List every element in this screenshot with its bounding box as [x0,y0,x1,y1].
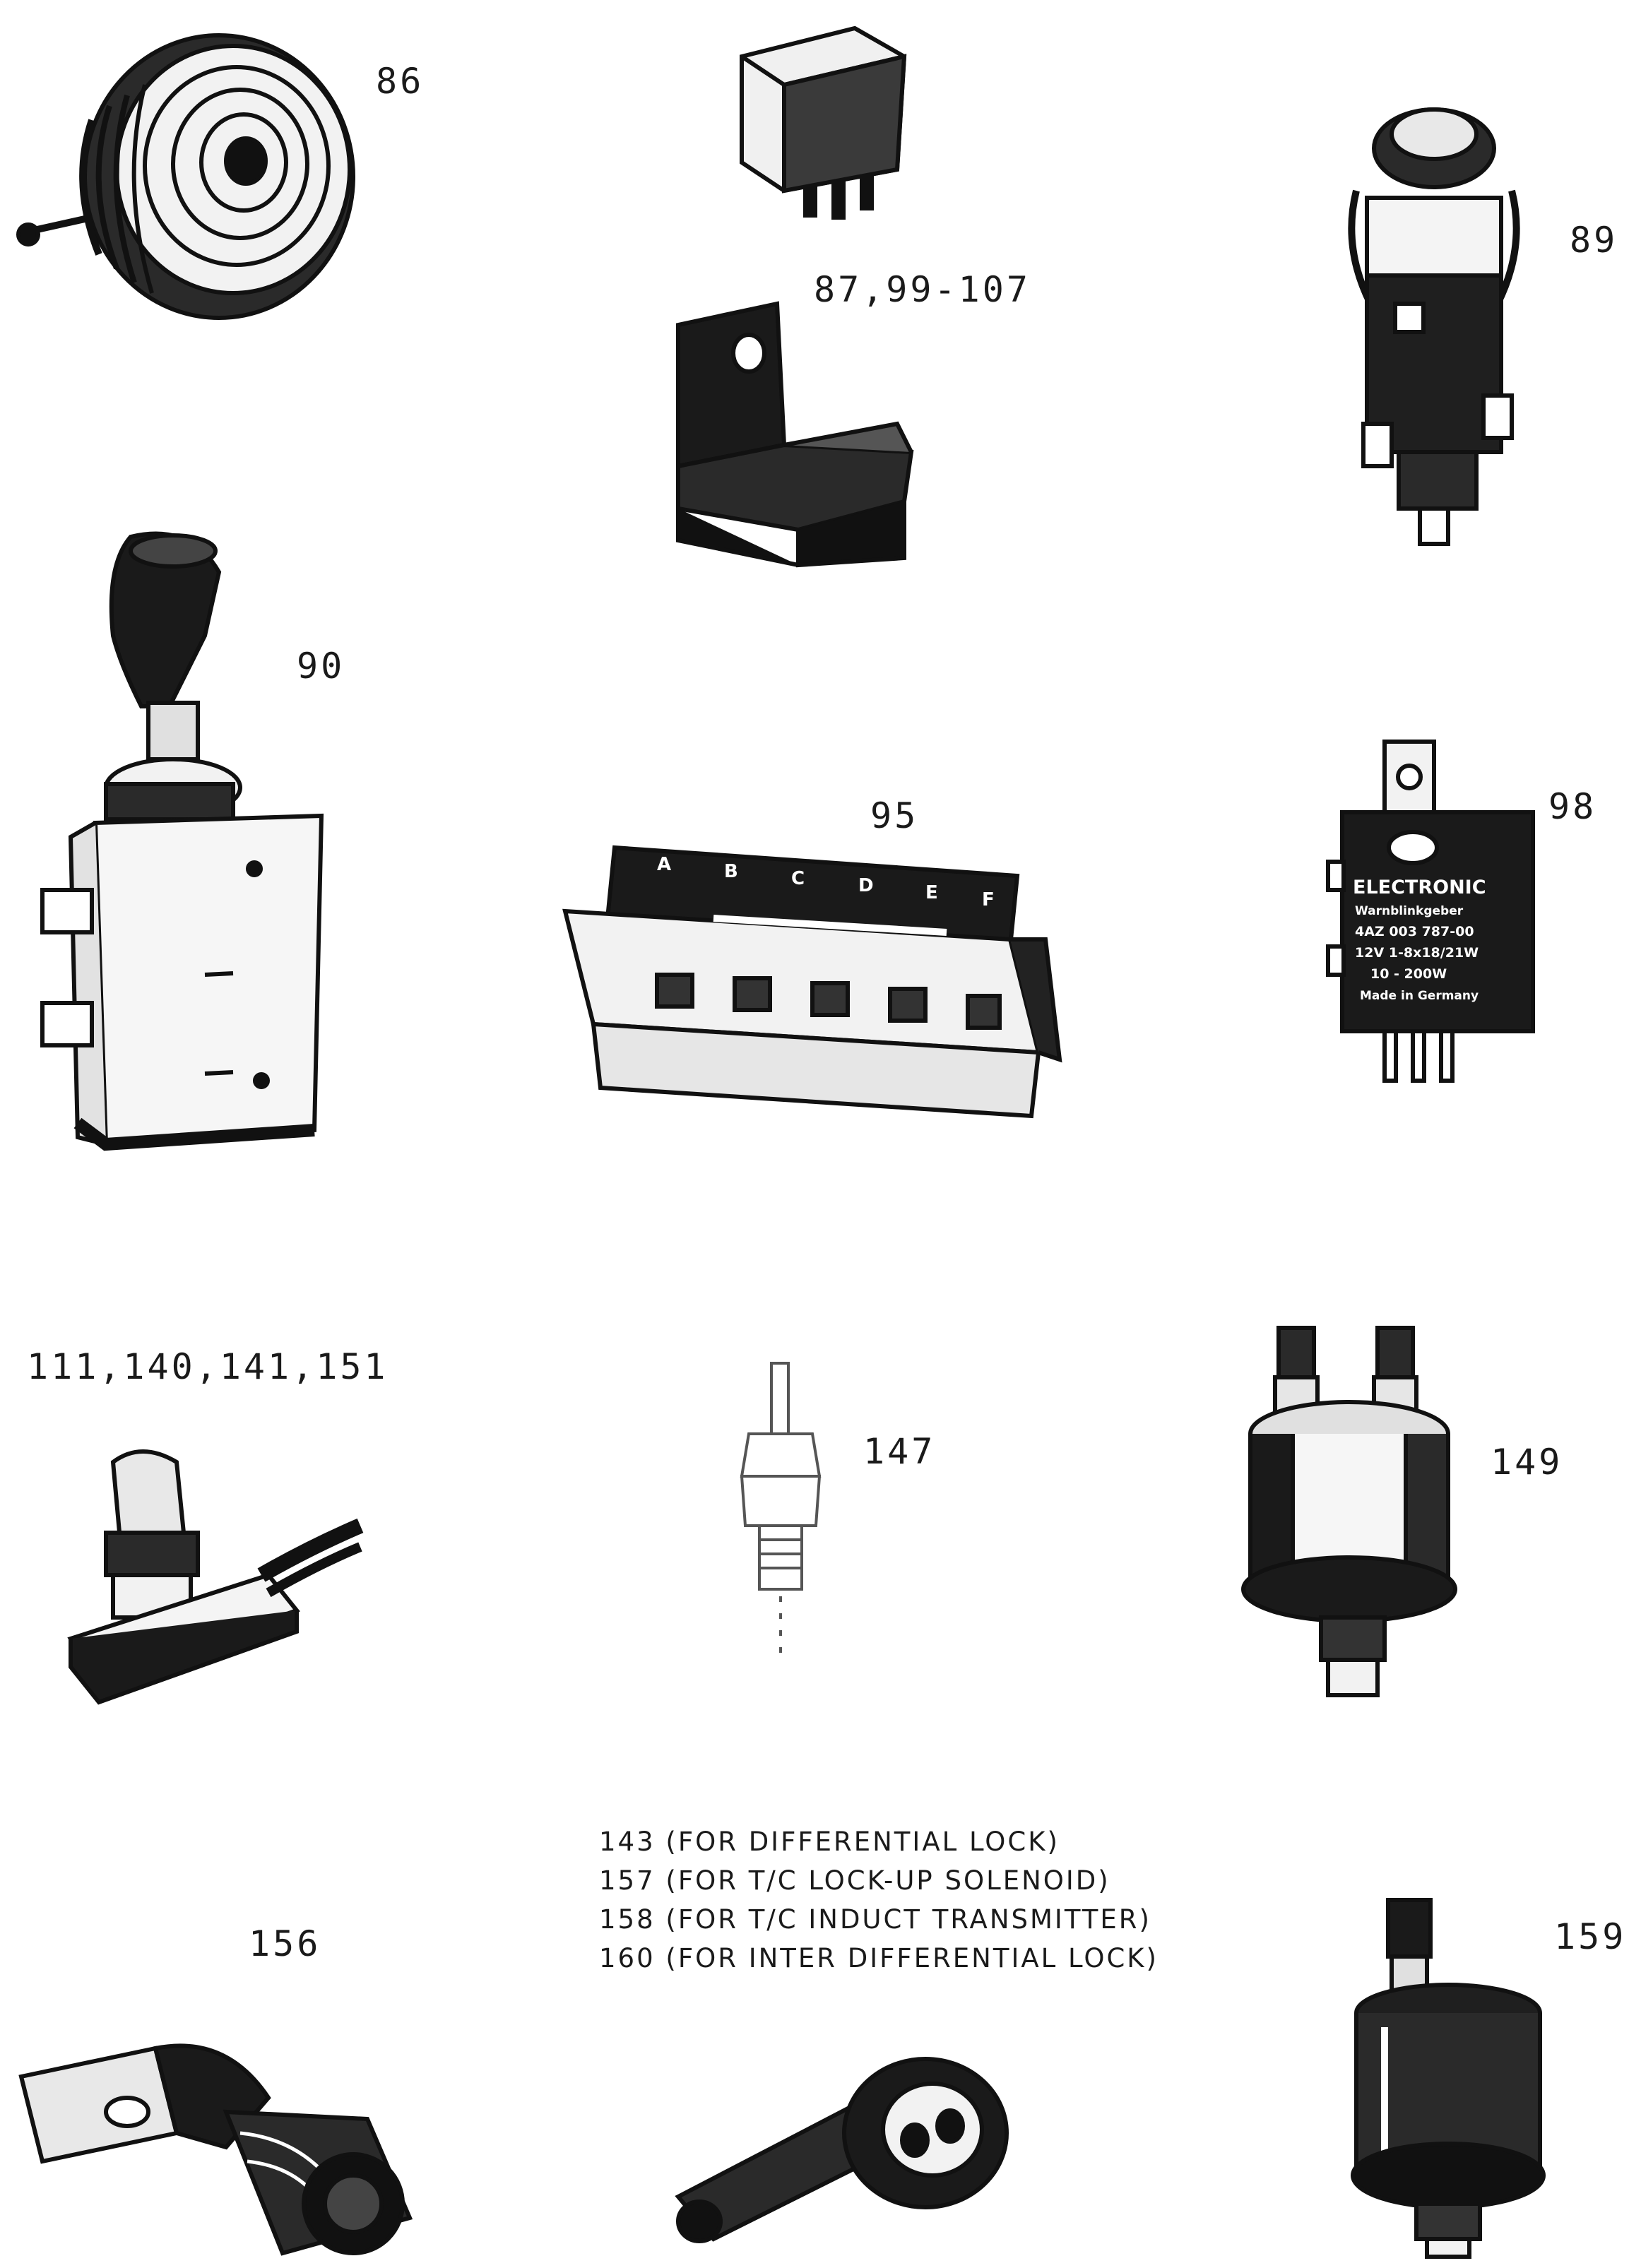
relay-bracket-illustration [676,301,914,568]
switch-letter: E [925,882,938,903]
part-label-98: 98 [1548,786,1597,827]
relay-cube-illustration [740,25,907,220]
legend-line: 157 (FOR T/C LOCK-UP SOLENOID) [599,1865,1110,1896]
flasher-label-text: 10 - 200W [1370,966,1447,982]
flasher-unit-illustration: ELECTRONIC Warnblinkgeber 4AZ 003 787-00… [1326,740,1535,1083]
switch-letter: C [791,868,805,889]
part-label-90: 90 [297,646,345,687]
part-label-87-99-107: 87,99-107 [814,269,1031,310]
part-label-86: 86 [376,61,425,102]
angled-connector-illustration [18,2043,413,2256]
switch-letter: B [724,861,738,882]
flasher-label-text: Made in Germany [1360,989,1479,1003]
legend-line: 158 (FOR T/C INDUCT TRANSMITTER) [599,1904,1151,1935]
part-label-95: 95 [870,795,919,836]
switch-letter: F [982,889,995,910]
cable-switch-illustration [67,1449,364,1705]
part-legend: 143 (FOR DIFFERENTIAL LOCK) 157 (FOR T/C… [599,1822,1159,1978]
flasher-label-text: ELECTRONIC [1353,877,1486,898]
legend-line: 160 (FOR INTER DIFFERENTIAL LOCK) [599,1943,1159,1973]
part-label-89: 89 [1570,220,1618,261]
temperature-sensor-illustration [740,1362,822,1653]
pressure-sender-illustration [1241,1326,1457,1697]
horn-illustration [16,33,355,320]
flasher-label-text: 12V 1-8x18/21W [1355,945,1479,961]
part-label-149: 149 [1491,1442,1563,1483]
flasher-label-text: Warnblinkgeber [1355,904,1464,918]
push-button-switch-illustration [1348,107,1520,546]
part-label-147: 147 [863,1431,936,1472]
six-button-switch-illustration: A B C D E F [562,845,1062,1119]
switch-letter: D [858,875,874,896]
pressure-switch-illustration [1351,1898,1546,2259]
flasher-label-text: 4AZ 003 787-00 [1355,924,1474,939]
legend-line: 143 (FOR DIFFERENTIAL LOCK) [599,1827,1060,1857]
part-label-159: 159 [1554,1916,1627,1957]
lever-plug-illustration [675,2057,1009,2243]
switch-letter: A [657,854,671,875]
knob-switch-illustration [40,531,324,1151]
part-label-156: 156 [249,1923,321,1964]
part-label-111-140-141-151: 111,140,141,151 [27,1346,389,1387]
